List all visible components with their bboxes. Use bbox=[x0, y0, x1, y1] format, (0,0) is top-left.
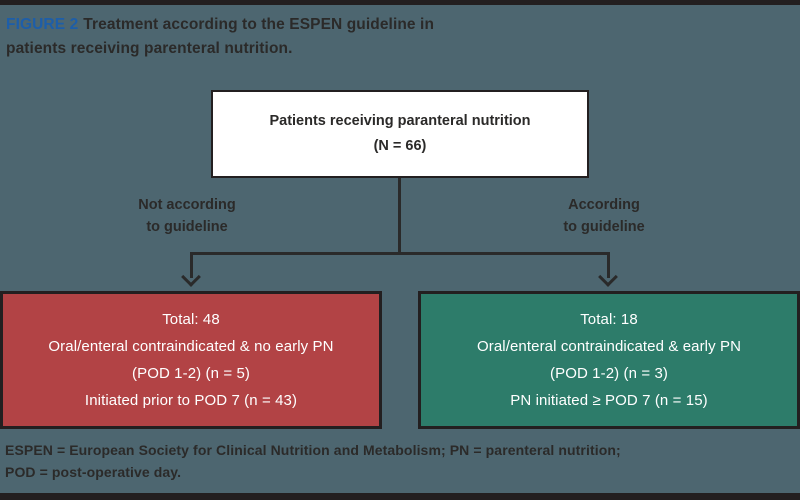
right-branch-label: According to guideline bbox=[529, 194, 679, 238]
figure-label: FIGURE 2 bbox=[6, 16, 79, 33]
figure-title-line1: Treatment according to the ESPEN guideli… bbox=[83, 16, 435, 33]
arrow-down-left-icon bbox=[181, 267, 201, 287]
red-box-line4: Initiated prior to POD 7 (n = 43) bbox=[84, 392, 298, 409]
according-outcome-box: Total: 18 Oral/enteral contraindicated &… bbox=[418, 291, 800, 429]
green-box-line4: PN initiated ≥ POD 7 (n = 15) bbox=[510, 392, 708, 409]
connector-left-drop-line bbox=[190, 252, 193, 278]
red-box-line3: (POD 1-2) (n = 5) bbox=[132, 365, 250, 382]
right-branch-label-line1: According bbox=[568, 197, 640, 213]
connector-horizontal-line bbox=[190, 252, 610, 255]
connector-right-drop-line bbox=[607, 252, 610, 278]
red-box-line2: Oral/enteral contraindicated & no early … bbox=[48, 338, 334, 355]
footnote-line1: ESPEN = European Society for Clinical Nu… bbox=[5, 442, 621, 458]
root-node-count: (N = 66) bbox=[373, 138, 427, 154]
root-node-box: Patients receiving paranteral nutrition … bbox=[211, 90, 589, 178]
connector-stem-line bbox=[398, 178, 401, 253]
bottom-border-bar bbox=[0, 493, 800, 500]
red-box-total: Total: 48 bbox=[162, 311, 220, 328]
left-branch-label-line2: to guideline bbox=[146, 219, 228, 235]
top-border-bar bbox=[0, 0, 800, 5]
left-branch-label: Not according to guideline bbox=[112, 194, 262, 238]
figure-footnote: ESPEN = European Society for Clinical Nu… bbox=[5, 439, 621, 483]
arrow-down-right-icon bbox=[598, 267, 618, 287]
figure-title-line2: patients receiving parenteral nutrition. bbox=[6, 40, 293, 57]
green-box-total: Total: 18 bbox=[580, 311, 638, 328]
green-box-line3: (POD 1-2) (n = 3) bbox=[550, 365, 668, 382]
green-box-line2: Oral/enteral contraindicated & early PN bbox=[476, 338, 742, 355]
left-branch-label-line1: Not according bbox=[138, 197, 236, 213]
footnote-line2: POD = post-operative day. bbox=[5, 464, 182, 480]
right-branch-label-line2: to guideline bbox=[563, 219, 645, 235]
root-node-line1: Patients receiving paranteral nutrition bbox=[269, 113, 531, 129]
not-according-outcome-box: Total: 48 Oral/enteral contraindicated &… bbox=[0, 291, 382, 429]
